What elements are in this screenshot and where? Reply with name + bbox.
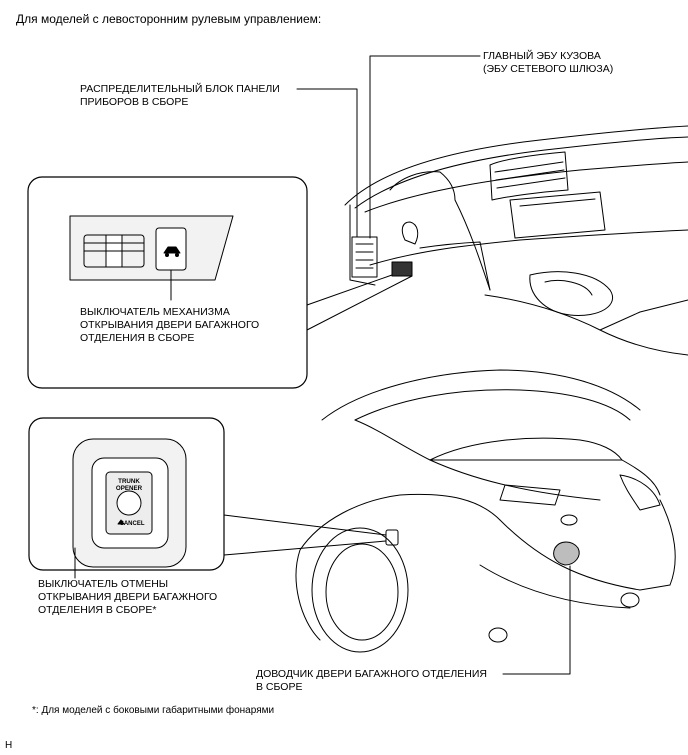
dashboard-illustration bbox=[344, 125, 688, 356]
side-switch-location-icon bbox=[385, 529, 399, 546]
label-junction-block-2: ПРИБОРОВ В СБОРЕ bbox=[80, 96, 189, 108]
label-trunk-closer-2: В СБОРЕ bbox=[256, 681, 303, 693]
corner-mark: H bbox=[5, 740, 13, 751]
exhaust-icon bbox=[488, 627, 508, 643]
label-cancel-switch-1: ВЫКЛЮЧАТЕЛЬ ОТМЕНЫ bbox=[38, 578, 169, 590]
footnote: *: Для моделей с боковыми габаритными фо… bbox=[32, 705, 275, 716]
label-body-ecu-2: (ЭБУ СЕТЕВОГО ШЛЮЗА) bbox=[483, 63, 614, 75]
trunk-closer-icon bbox=[553, 541, 580, 566]
label-trunk-closer-1: ДОВОДЧИК ДВЕРИ БАГАЖНОГО ОТДЕЛЕНИЯ bbox=[256, 668, 488, 680]
switch-text-trunk: TRUNK bbox=[118, 478, 140, 485]
dash-switch-icon bbox=[391, 261, 413, 277]
rear-car-illustration bbox=[295, 369, 676, 653]
label-opener-switch-1: ВЫКЛЮЧАТЕЛЬ МЕХАНИЗМА bbox=[80, 306, 230, 318]
rear-wheel-icon bbox=[311, 527, 409, 653]
label-cancel-switch-2: ОТКРЫВАНИЯ ДВЕРИ БАГАЖНОГО bbox=[38, 591, 218, 603]
label-junction-block-1: РАСПРЕДЕЛИТЕЛЬНЫЙ БЛОК ПАНЕЛИ bbox=[80, 83, 280, 95]
label-opener-switch-3: ОТДЕЛЕНИЯ В СБОРЕ bbox=[80, 332, 195, 344]
label-body-ecu-1: ГЛАВНЫЙ ЭБУ КУЗОВА bbox=[483, 50, 601, 62]
junction-block-icon bbox=[351, 236, 378, 278]
page-heading: Для моделей с левосторонним рулевым упра… bbox=[16, 12, 322, 26]
label-opener-switch-2: ОТКРЫВАНИЯ ДВЕРИ БАГАЖНОГО bbox=[80, 319, 260, 331]
label-cancel-switch-3: ОТДЕЛЕНИЯ В СБОРЕ* bbox=[38, 604, 157, 616]
switch-text-cancel: CANCEL bbox=[120, 521, 145, 527]
callout-box-cancel bbox=[28, 417, 387, 579]
switch-text-opener: OPENER bbox=[116, 485, 143, 492]
callout-box-opener bbox=[27, 176, 413, 389]
leader-lines bbox=[296, 55, 571, 675]
